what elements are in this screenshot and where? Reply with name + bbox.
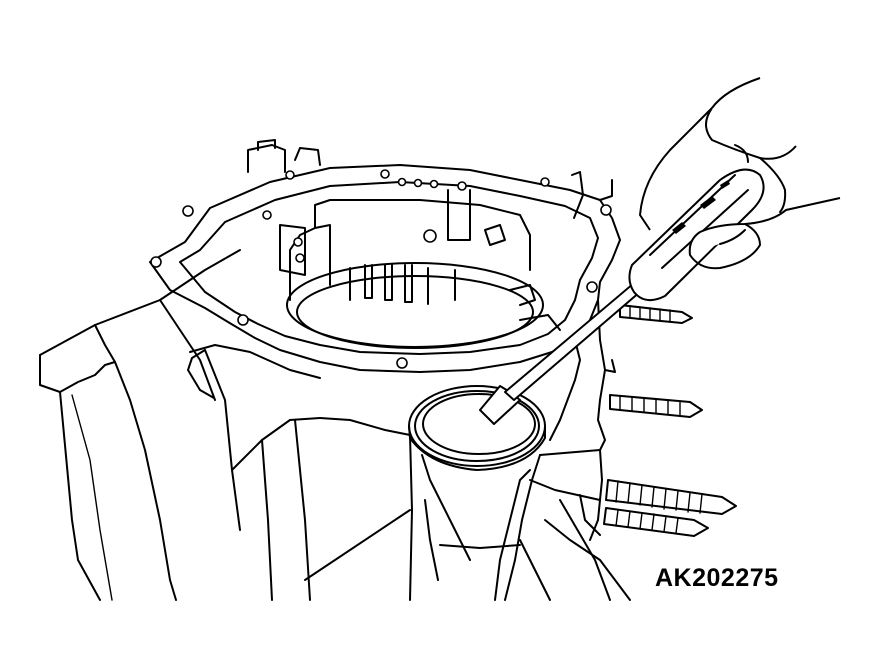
bolt-hole: [415, 180, 422, 187]
bolt-hole: [263, 211, 271, 219]
bolt-hole: [183, 206, 193, 216]
bolt-hole: [587, 282, 597, 292]
bell-housing-flange: [150, 140, 620, 372]
bolt: [606, 480, 736, 514]
hand: [640, 78, 840, 268]
clutch-drum: [280, 190, 560, 348]
bolt-hole: [601, 205, 611, 215]
bolt-hole: [541, 178, 549, 186]
oil-seal: [409, 386, 545, 470]
bolt: [604, 508, 708, 536]
figure-code-label: AK202275: [655, 564, 779, 592]
bolt-hole: [431, 181, 438, 188]
bolt-hole: [151, 257, 161, 267]
bolt-hole: [399, 179, 406, 186]
bolt: [610, 395, 702, 417]
transmission-case: [40, 250, 410, 600]
bolt-hole: [286, 171, 294, 179]
bolt-hole: [458, 182, 466, 190]
extension-housing: [410, 435, 540, 600]
bolt: [620, 305, 692, 323]
long-bolts: [604, 305, 736, 536]
case-right-side: [520, 300, 630, 600]
bolt-hole: [397, 358, 407, 368]
bolt-hole: [238, 315, 248, 325]
bolt-hole: [381, 170, 389, 178]
